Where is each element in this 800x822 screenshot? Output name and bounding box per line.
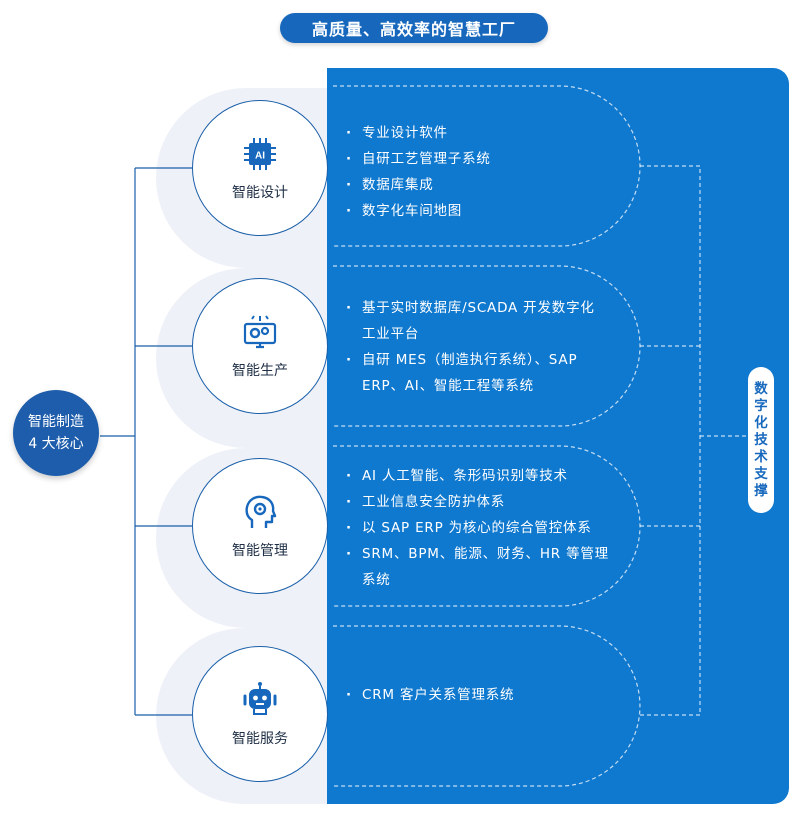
list-item: 工业信息安全防护体系	[346, 489, 616, 515]
items-production: 基于实时数据库/SCADA 开发数字化工业平台 自研 MES（制造执行系统）、S…	[346, 295, 604, 399]
robot-headset-icon	[243, 682, 277, 715]
items-management: AI 人工智能、条形码识别等技术 工业信息安全防护体系 以 SAP ERP 为核…	[346, 463, 616, 593]
list-item: SRM、BPM、能源、财务、HR 等管理系统	[346, 541, 616, 593]
list-item: 数据库集成	[346, 172, 616, 198]
list-item: CRM 客户关系管理系统	[346, 682, 616, 708]
head-gear-icon	[245, 495, 277, 528]
page-title: 高质量、高效率的智慧工厂	[280, 13, 548, 43]
support-char: 术	[754, 448, 768, 465]
node-intelligent-design: AI 智能设计	[192, 100, 328, 236]
core-line-2: 4 大核心	[28, 436, 84, 452]
node-intelligent-production: 智能生产	[192, 278, 328, 414]
list-item: 自研工艺管理子系统	[346, 146, 616, 172]
list-item: 基于实时数据库/SCADA 开发数字化工业平台	[346, 295, 604, 347]
support-char: 字	[754, 397, 768, 414]
support-char: 技	[754, 431, 768, 448]
support-char: 撑	[754, 482, 768, 499]
monitor-gears-icon	[243, 315, 277, 349]
node-intelligent-management: 智能管理	[192, 458, 328, 594]
svg-text:AI: AI	[255, 151, 265, 162]
items-design: 专业设计软件 自研工艺管理子系统 数据库集成 数字化车间地图	[346, 120, 616, 224]
list-item: 专业设计软件	[346, 120, 616, 146]
digital-support-label: 数字化技术支撑	[748, 367, 774, 513]
support-char: 支	[754, 465, 768, 482]
node-label: 智能生产	[232, 363, 288, 379]
node-label: 智能服务	[232, 731, 288, 747]
core-node: 智能制造 4 大核心	[13, 390, 99, 476]
support-char: 化	[754, 414, 768, 431]
list-item: 以 SAP ERP 为核心的综合管控体系	[346, 515, 616, 541]
support-char: 数	[754, 380, 768, 397]
node-label: 智能管理	[232, 543, 288, 559]
list-item: 自研 MES（制造执行系统）、SAP ERP、AI、智能工程等系统	[346, 347, 604, 399]
list-item: AI 人工智能、条形码识别等技术	[346, 463, 616, 489]
list-item: 数字化车间地图	[346, 198, 616, 224]
core-line-1: 智能制造	[28, 414, 84, 430]
ai-chip-icon: AI	[244, 138, 276, 170]
node-intelligent-service: 智能服务	[192, 646, 328, 782]
items-service: CRM 客户关系管理系统	[346, 682, 616, 708]
node-label: 智能设计	[232, 185, 288, 201]
